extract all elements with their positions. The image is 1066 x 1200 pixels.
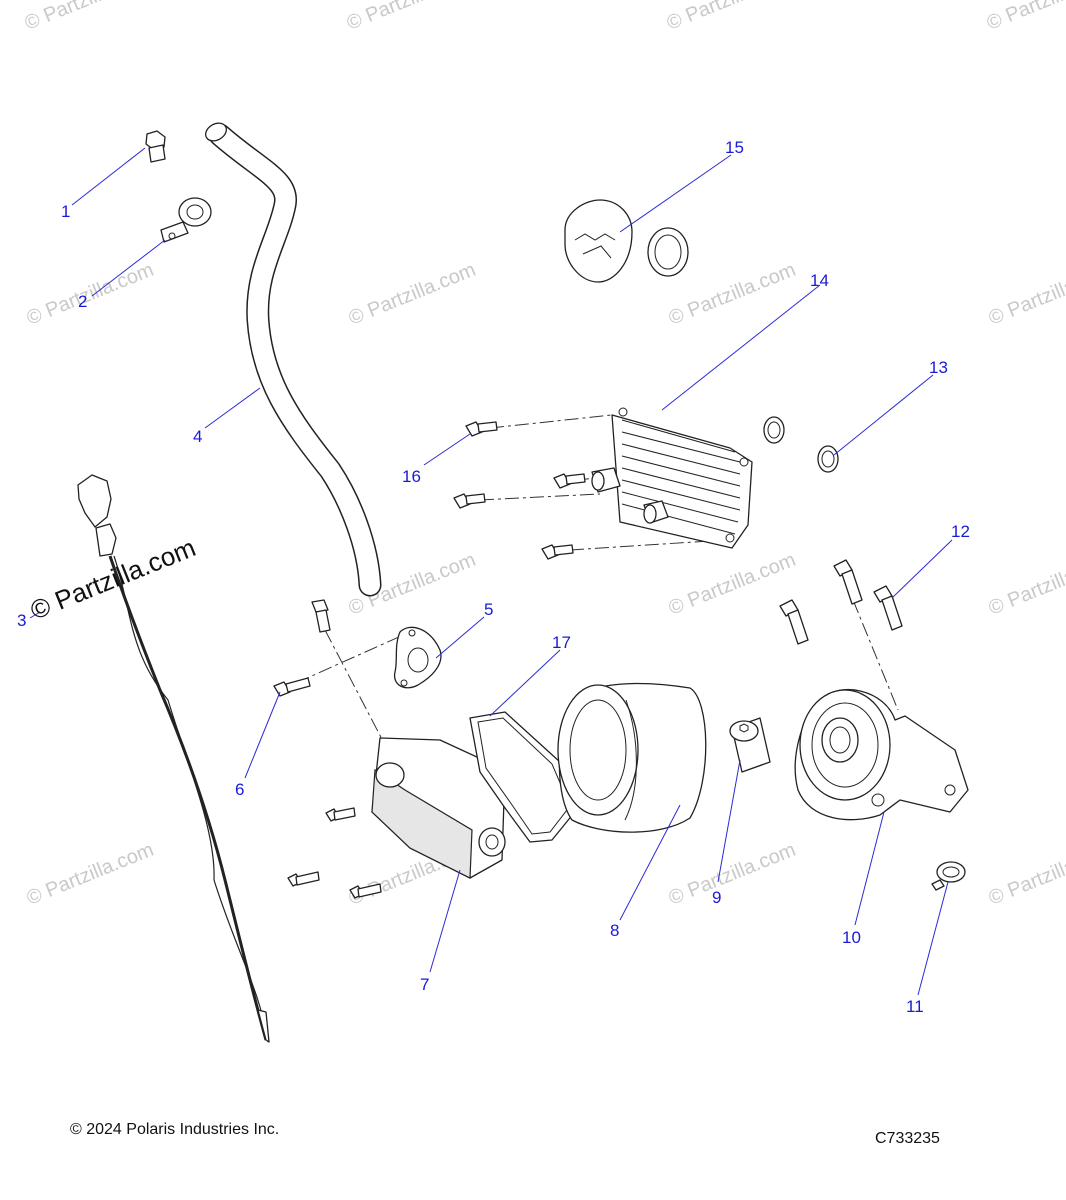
- watermark: © Partzilla.com: [344, 0, 477, 35]
- callout-1: 1: [61, 202, 70, 221]
- watermark: © Partzilla.com: [664, 0, 797, 35]
- watermark: © Partzilla.com: [666, 839, 799, 910]
- housing-gasket-part-17: [469, 711, 579, 843]
- watermark: © Partzilla.com: [986, 259, 1066, 330]
- oil-filter-part-8: [557, 682, 707, 833]
- watermark: © Partzilla.com: [986, 549, 1066, 620]
- watermark: © Partzilla.com: [24, 839, 157, 910]
- callout-16: 16: [402, 467, 421, 486]
- cap-screws-part-12: [779, 559, 903, 645]
- leader-lines: [29, 147, 953, 996]
- callout-17: 17: [552, 633, 571, 652]
- callout-9: 9: [712, 888, 721, 907]
- callout-15: 15: [725, 138, 744, 157]
- oil-fill-cap-part-15: [564, 199, 689, 283]
- watermark: © Partzilla.com: [984, 0, 1066, 35]
- figure-code: C733235: [875, 1130, 940, 1147]
- callout-3: 3: [17, 611, 26, 630]
- filter-housing-cover-part-7: [287, 737, 506, 899]
- watermark: © Partzilla.com: [22, 0, 155, 35]
- cap-screws-part-16: [453, 421, 586, 560]
- callout-12: 12: [951, 522, 970, 541]
- callout-5: 5: [484, 600, 493, 619]
- callout-11: 11: [906, 997, 924, 1016]
- oil-cooler-part-14: [591, 407, 753, 549]
- dipstick-part-3: [77, 474, 270, 1043]
- p-clamp-part-2: [160, 197, 212, 243]
- callout-10: 10: [842, 928, 861, 947]
- callout-4: 4: [193, 427, 202, 446]
- o-ring-part-13: [763, 416, 839, 473]
- callout-13: 13: [929, 358, 948, 377]
- filter-fitting-part-9: [729, 717, 771, 773]
- copyright-text: © 2024 Polaris Industries Inc.: [70, 1121, 279, 1138]
- watermark: © Partzilla.com: [24, 259, 157, 330]
- watermark: © Partzilla.com: [666, 259, 799, 330]
- bolt-part-1: [145, 130, 166, 163]
- gasket-part-5: [393, 626, 442, 689]
- callout-2: 2: [78, 292, 87, 311]
- filter-adapter-part-10: [794, 688, 969, 821]
- callout-labels: 1 2 3 4 5 6 7 8 9 10 11 12 13 14 15 16 1…: [17, 138, 970, 1016]
- callout-7: 7: [420, 975, 429, 994]
- callout-6: 6: [235, 780, 244, 799]
- hose-clamp-part-11: [931, 861, 966, 891]
- watermark: © Partzilla.com: [666, 549, 799, 620]
- callout-8: 8: [610, 921, 619, 940]
- watermark: © Partzilla.com: [346, 259, 479, 330]
- bolt-part-6: [273, 599, 331, 697]
- watermark: © Partzilla.com: [986, 839, 1066, 910]
- callout-14: 14: [810, 271, 829, 290]
- dipstick-tube-part-4: [205, 122, 382, 597]
